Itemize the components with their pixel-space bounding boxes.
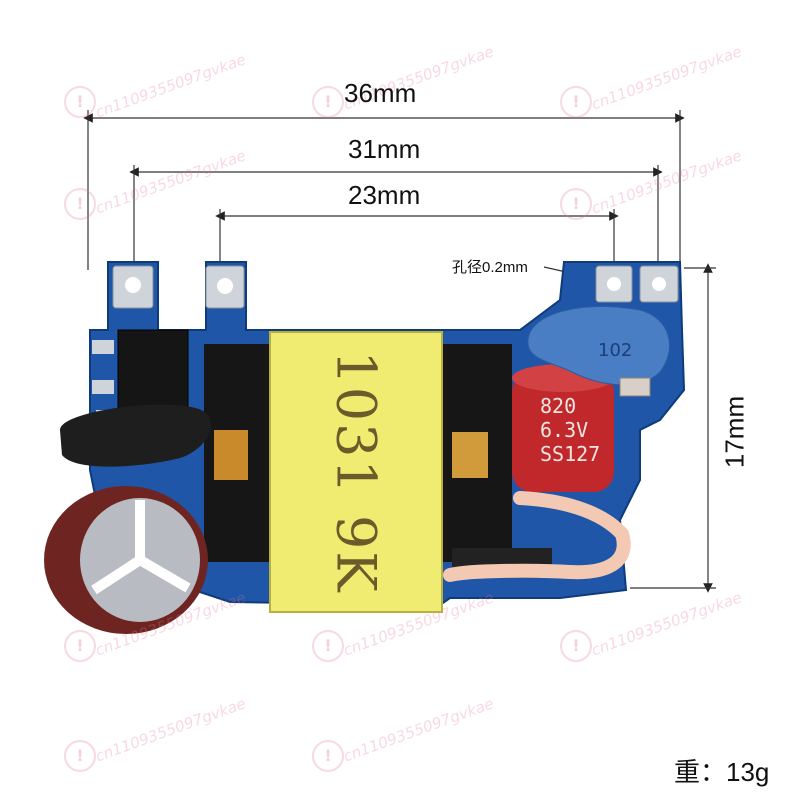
watermark-icon: !	[312, 740, 344, 772]
dimension-width-mid: 31mm	[348, 134, 421, 164]
watermark-icon: !	[312, 86, 344, 118]
transformer-core	[204, 344, 552, 578]
capacitor-blue	[527, 306, 670, 386]
watermark-icon: !	[64, 188, 96, 220]
watermark-icon: !	[312, 630, 344, 662]
capacitor-large	[44, 486, 208, 634]
cap-text-2: 6.3V	[540, 418, 589, 442]
transformer	[269, 331, 443, 613]
watermark-icon: !	[64, 630, 96, 662]
cap-text-3: SS127	[540, 442, 601, 466]
dimension-height: 17mm	[719, 395, 750, 469]
led	[619, 377, 651, 397]
capacitor-red-label: 820 6.3V SS127	[540, 394, 600, 466]
hole-diameter-label: 孔径0.2mm	[452, 259, 528, 276]
watermark-icon: !	[64, 86, 96, 118]
watermark-icon: !	[560, 188, 592, 220]
weight-label: 重：13g	[674, 757, 770, 787]
inductor	[60, 404, 211, 467]
bridge-rectifier	[117, 329, 189, 411]
output-wire	[443, 491, 631, 582]
watermark-icon: !	[560, 630, 592, 662]
watermark-icon: !	[560, 86, 592, 118]
capacitor-blue-label: 102	[598, 340, 633, 361]
cap-text-1: 820	[540, 394, 577, 418]
watermark-icon: !	[64, 740, 96, 772]
dimension-width-inner: 23mm	[348, 180, 421, 210]
dimension-width-total: 36mm	[344, 78, 417, 108]
transformer-marking: 1031 9K	[324, 350, 388, 594]
